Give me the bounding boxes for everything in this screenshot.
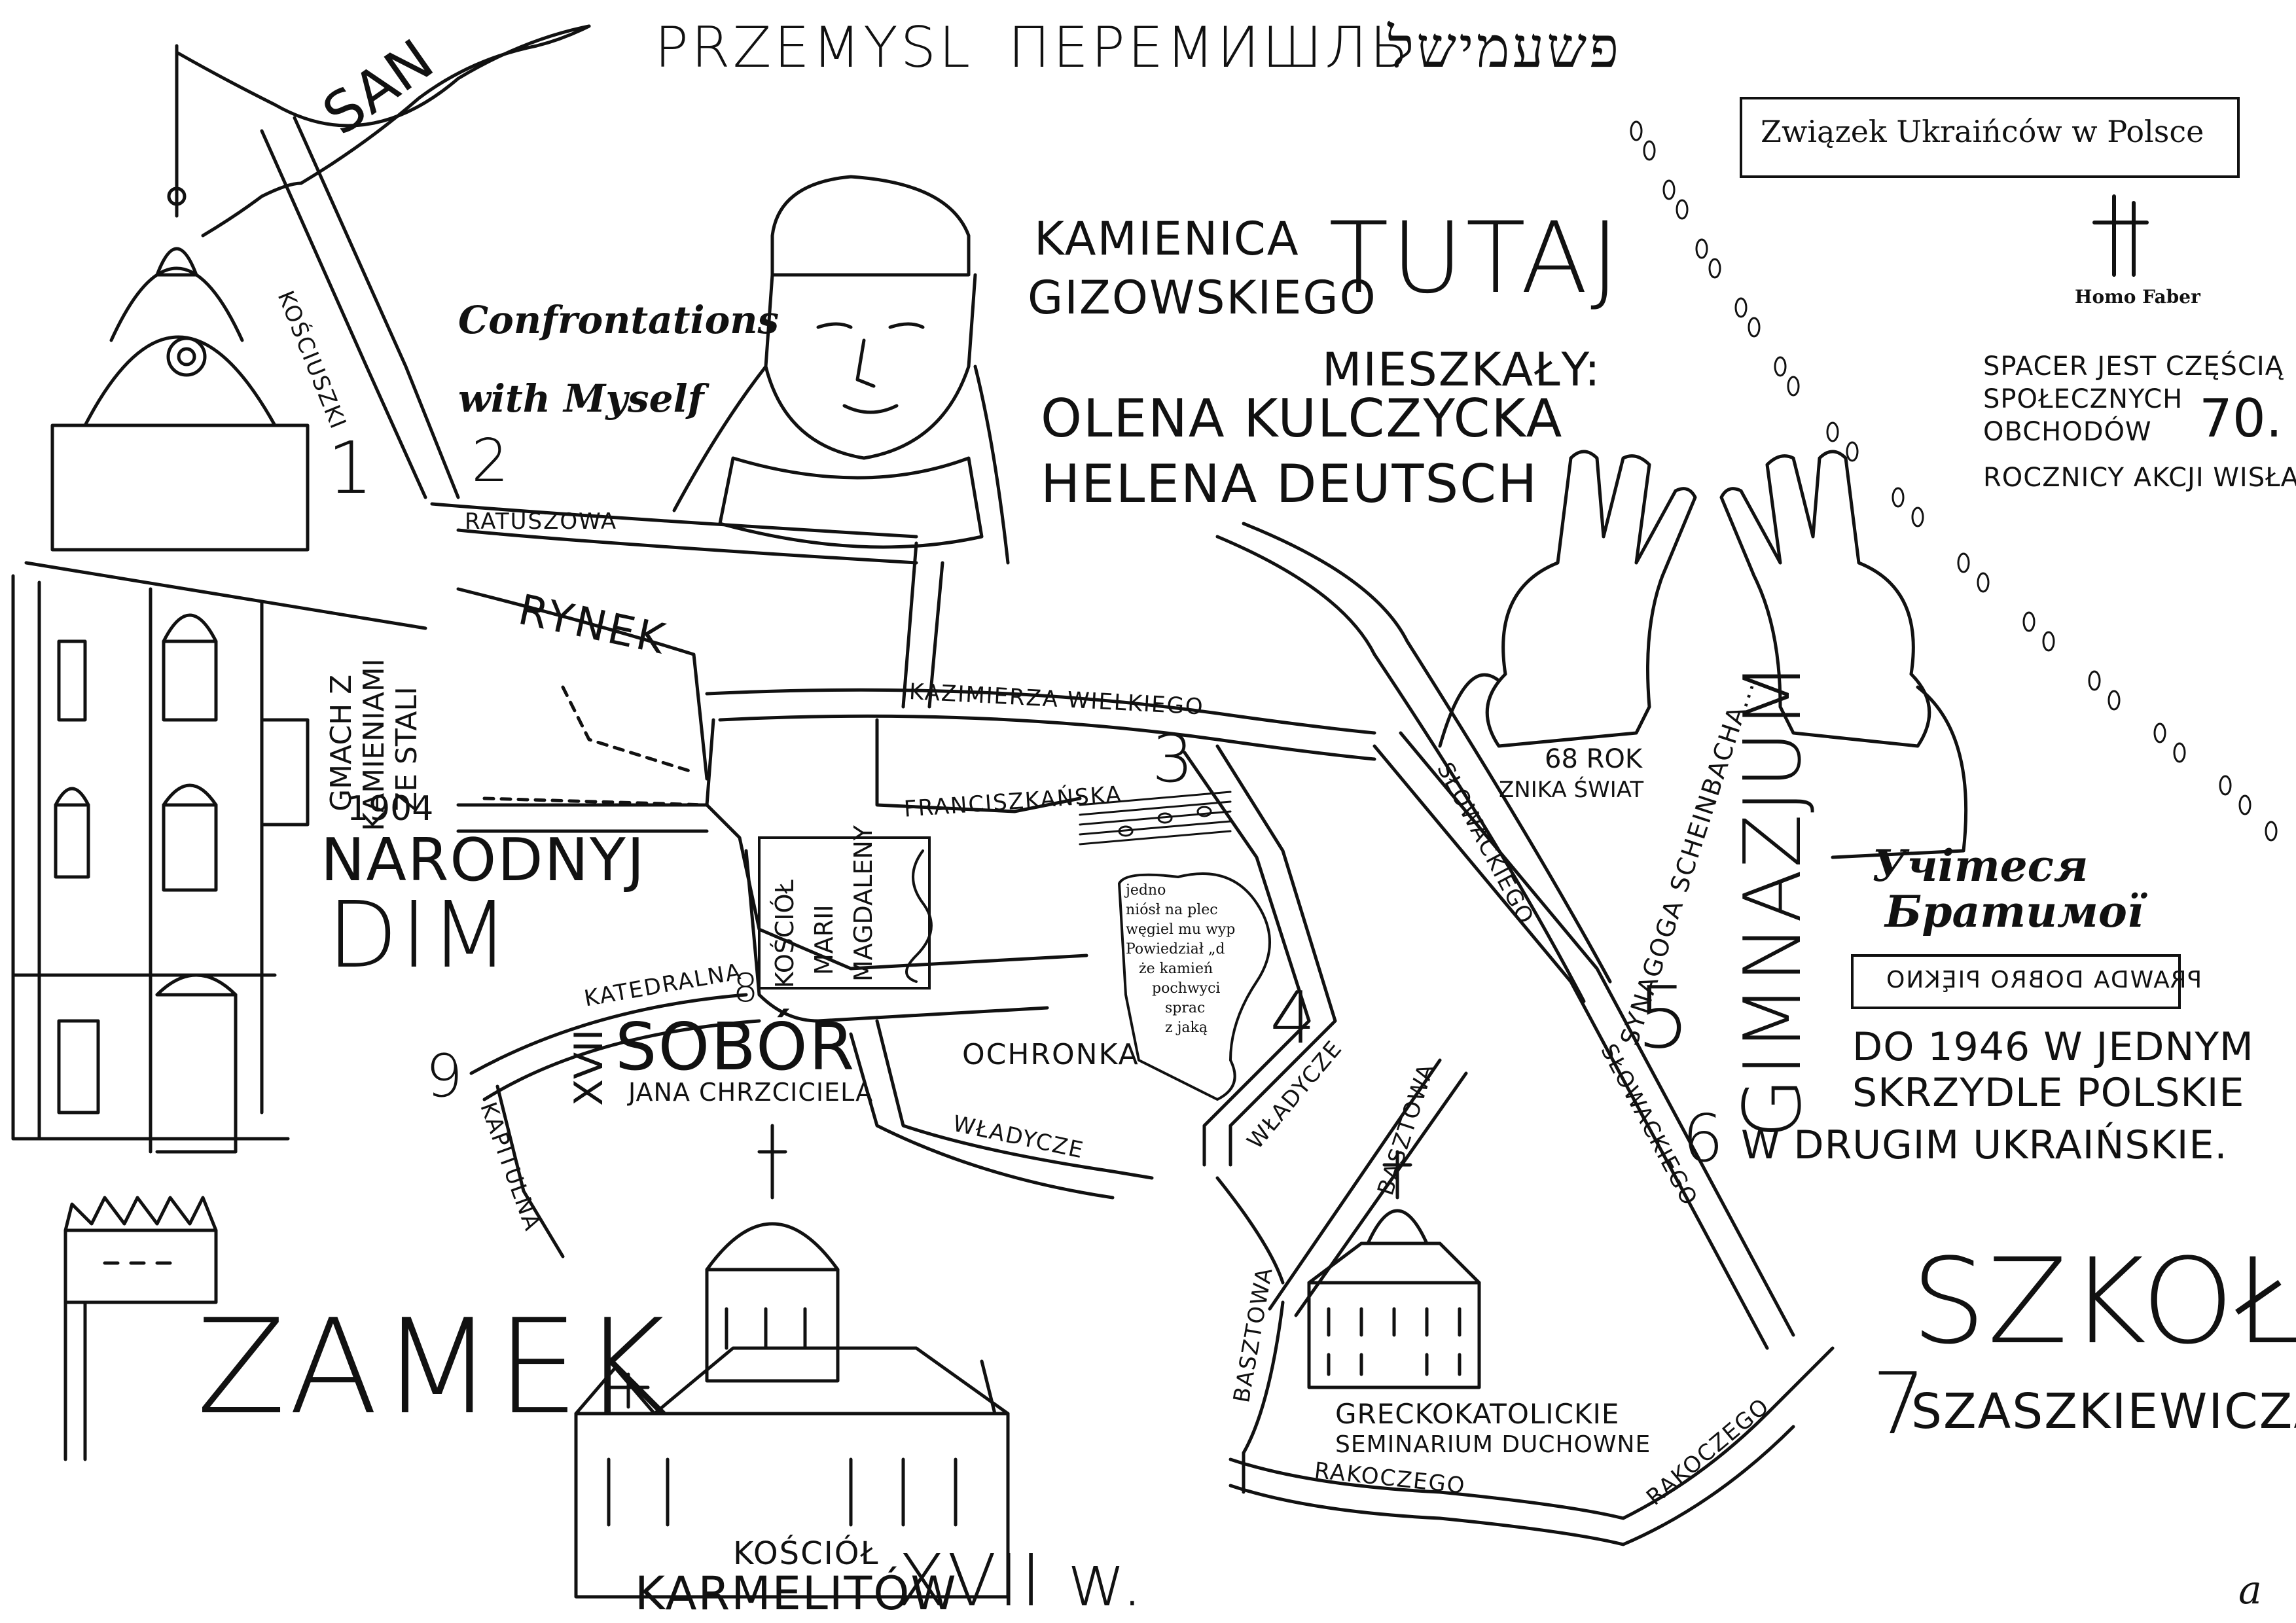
point-2: 2 xyxy=(471,427,509,495)
kamienica-name-1: OLENA KULCZYCKA xyxy=(1041,388,1564,449)
gimnazjum-desc-2: SKRZYDLE POLSKIE xyxy=(1852,1070,2245,1116)
portrait-title-2: with Myself xyxy=(458,376,704,421)
title-latin: PRZEMYSL xyxy=(655,15,973,80)
point-4: 4 xyxy=(1270,976,1316,1060)
ochronka-poem-5: że kamień xyxy=(1139,961,1213,977)
gimnazjum-label: GIMNAZJUM xyxy=(1728,660,1819,1139)
hands-caption-1: 68 ROK xyxy=(1545,744,1643,774)
zamek-label: ZAMEK xyxy=(196,1291,670,1444)
gimnazjum-desc-3: W DRUGIM UKRAIŃSKIE. xyxy=(1741,1122,2228,1168)
ochronka-silhouette xyxy=(1118,872,1271,1101)
magdaleny-line-2: MARII xyxy=(810,904,838,975)
seminary-line-2: SEMINARIUM DUCHOWNE xyxy=(1335,1431,1651,1458)
karmelitow-church xyxy=(574,1124,1010,1599)
ochronka-poem-2: niósł na plec xyxy=(1126,902,1218,918)
portrait-drawing xyxy=(672,175,1010,565)
title-hebrew: פשעמישל xyxy=(1388,15,1622,80)
street-ratuszowa: RATUSZOWA xyxy=(465,508,618,535)
corner-letter: a xyxy=(2238,1567,2262,1613)
footprints-trail xyxy=(1630,120,2278,842)
kamienica-name-2: HELENA DEUTSCH xyxy=(1041,454,1539,514)
org-banner: Związek Ukraińców w Polsce xyxy=(1761,114,2204,149)
kamienica-mieszkaly: MIESZKAŁY: xyxy=(1322,343,1602,397)
homo-faber-logo xyxy=(2092,194,2149,277)
szkola-line-1: SZKOŁA xyxy=(1911,1234,2296,1370)
ochronka-poem-8: z jaką xyxy=(1165,1020,1208,1036)
ochronka-poem-7: sprac xyxy=(1165,1000,1206,1016)
karmelitow-century: XVII w. xyxy=(897,1539,1145,1622)
note-line-2: SPOŁECZNYCH xyxy=(1983,384,2183,414)
note-line-1: SPACER JEST CZĘŚCIĄ xyxy=(1983,351,2284,382)
ochronka-poem-3: węgiel mu wyp xyxy=(1126,921,1236,938)
note-line-4: ROCZNICY AKCJI WISŁA xyxy=(1983,463,2296,493)
point-1: 1 xyxy=(327,426,373,510)
gimnazjum-plaque: PRAWDA DOBRO PIĘKNO xyxy=(1885,967,2202,993)
narodnyj-dim-building xyxy=(11,44,427,1154)
karmelitow-line-1: KOŚCIÓŁ xyxy=(733,1535,880,1572)
ornament-clef xyxy=(905,849,933,983)
org-banner-frame xyxy=(1740,97,2240,178)
note-number: 70. xyxy=(2199,388,2283,449)
music-staff xyxy=(1079,791,1232,846)
point-3: 3 xyxy=(1152,721,1194,797)
magdaleny-frame xyxy=(758,836,931,990)
ochronka-poem-6: pochwyci xyxy=(1152,980,1221,997)
magdaleny-line-3: MAGDALENY xyxy=(849,825,878,982)
street-network xyxy=(260,116,1835,1546)
sobor-century: XVII xyxy=(566,1029,612,1106)
seminary-line-1: GRECKOKATOLICKIE xyxy=(1335,1398,1620,1430)
kamienica-tutaj: TUTAJ xyxy=(1329,202,1623,315)
magdaleny-line-1: KOŚCIÓŁ xyxy=(770,880,799,988)
portrait-title-1: Confrontations xyxy=(458,298,780,342)
szkola-line-2: SZASZKIEWICZA xyxy=(1911,1383,2296,1440)
gimnazjum-motto-2: Братимої xyxy=(1885,886,2144,937)
ochronka-poem-1: jedno xyxy=(1126,882,1166,899)
logo-caption: Homo Faber xyxy=(2075,286,2200,308)
note-line-3: OBCHODÓW xyxy=(1983,417,2152,447)
kamienica-line-1: KAMIENICA xyxy=(1034,212,1300,266)
ochronka-label: OCHRONKA xyxy=(962,1038,1139,1071)
hands-caption-2: ZNIKA ŚWIAT xyxy=(1499,777,1644,803)
gimnazjum-motto-1: Учітеся xyxy=(1872,840,2089,891)
plaque-frame xyxy=(1851,954,2181,1009)
gimnazjum-desc-1: DO 1946 W JEDNYM xyxy=(1852,1024,2254,1070)
sobor-sub: JANA CHRZCICIELA xyxy=(628,1078,874,1107)
kamienica-line-2: GIZOWSKIEGO xyxy=(1028,271,1377,325)
gmach-year: 1904 xyxy=(347,789,434,829)
hands-drawing xyxy=(1438,450,1968,859)
ochronka-poem-4: Powiedział „d xyxy=(1126,941,1225,957)
point-5: 5 xyxy=(1636,968,1691,1067)
point-8: 8 xyxy=(733,965,759,1011)
river-san xyxy=(175,24,591,238)
point-9: 9 xyxy=(425,1042,463,1111)
point-6: 6 xyxy=(1682,1100,1724,1177)
title-cyrillic: ПЕРЕМИШЛЬ xyxy=(1008,15,1411,80)
zamek-tower xyxy=(63,1196,218,1461)
seminary-building xyxy=(1307,1150,1481,1389)
point-7: 7 xyxy=(1872,1354,1926,1454)
dim-label: DIM xyxy=(327,882,512,989)
narodnyj-label: NARODNYJ xyxy=(321,826,646,895)
karmelitow-line-2: KARMELITÓW xyxy=(635,1567,958,1620)
sobor-name: SOBÓR xyxy=(615,1008,856,1085)
